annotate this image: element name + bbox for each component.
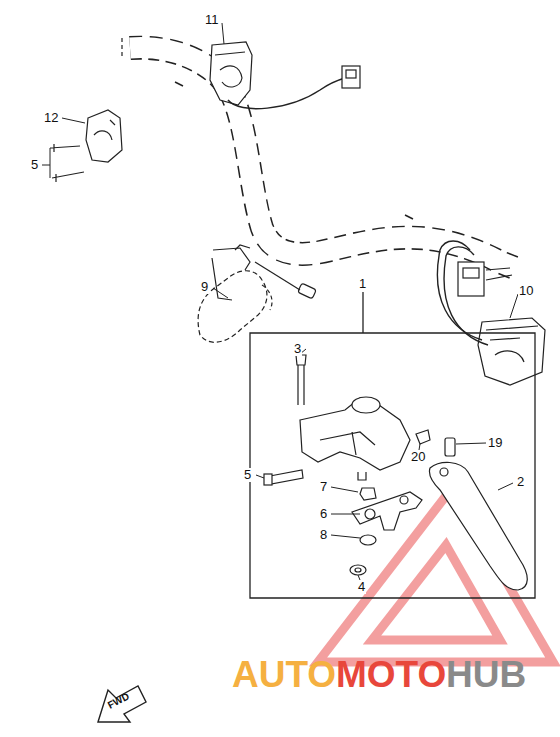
assembly-bracket <box>250 292 535 598</box>
callout-number: 4 <box>357 580 366 594</box>
callout-number: 1 <box>358 277 367 291</box>
callout-number: 2 <box>516 475 525 489</box>
clutch-lever <box>429 438 527 590</box>
callout-number: 20 <box>410 450 426 464</box>
small-parts <box>350 488 422 575</box>
callout-number: 12 <box>43 111 59 125</box>
callout-number: 6 <box>319 507 328 521</box>
leader-lines <box>42 23 518 580</box>
right-switch <box>437 241 545 385</box>
callout-number: 8 <box>319 528 328 542</box>
handlebar-switch <box>210 42 360 109</box>
throttle-bracket <box>198 245 316 342</box>
forward-arrow <box>98 686 146 722</box>
callout-number: 7 <box>319 480 328 494</box>
switch-housing <box>50 110 122 182</box>
callout-number: 9 <box>200 280 209 294</box>
callout-number: 11 <box>204 13 220 27</box>
watermark-text: AUTO <box>232 655 336 695</box>
lever-holder <box>264 355 430 485</box>
watermark-text: HUB <box>446 655 526 695</box>
watermark-text: MOTO <box>336 655 446 695</box>
callout-number: 3 <box>293 342 302 356</box>
handlebar <box>122 38 515 268</box>
callout-number: 19 <box>487 436 503 450</box>
callout-number: 10 <box>518 284 534 298</box>
callout-number: 5 <box>243 468 252 482</box>
callout-number: 5 <box>30 158 39 172</box>
